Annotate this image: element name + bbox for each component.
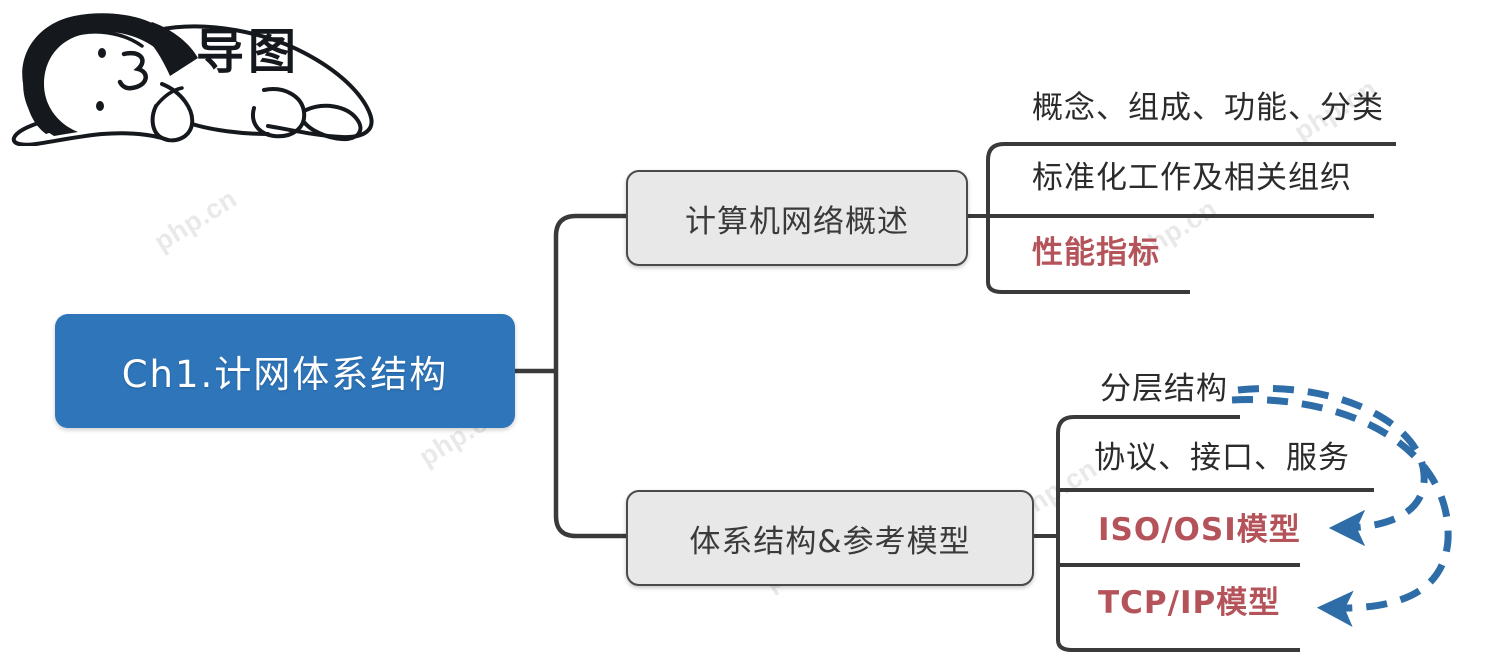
mascot-label: 导图	[196, 24, 301, 80]
arrow-layered-to-tcpip	[1231, 396, 1452, 627]
sleeping-cat-doodle-icon	[11, 13, 374, 146]
branch-node-label: 体系结构&参考模型	[689, 523, 971, 560]
watermark: php.cn	[148, 183, 243, 258]
branch-node-network-overview[interactable]: 计算机网络概述	[626, 170, 968, 266]
leaf-node[interactable]: 协议、接口、服务	[1094, 440, 1350, 476]
leaf-node-highlighted[interactable]: TCP/IP模型	[1098, 585, 1281, 621]
leaf-node[interactable]: 标准化工作及相关组织	[1032, 160, 1352, 196]
root-node-label: Ch1.计网体系结构	[121, 353, 449, 396]
leaf-node[interactable]: 概念、组成、功能、分类	[1032, 90, 1384, 126]
leaf-node-highlighted[interactable]: 性能指标	[1032, 235, 1160, 271]
leaf-node[interactable]: 分层结构	[1100, 371, 1228, 407]
branch-node-label: 计算机网络概述	[685, 203, 909, 240]
leaf-node-highlighted[interactable]: ISO/OSI模型	[1098, 512, 1301, 548]
branch-node-architecture-models[interactable]: 体系结构&参考模型	[626, 490, 1034, 586]
root-node[interactable]: Ch1.计网体系结构	[55, 314, 515, 428]
